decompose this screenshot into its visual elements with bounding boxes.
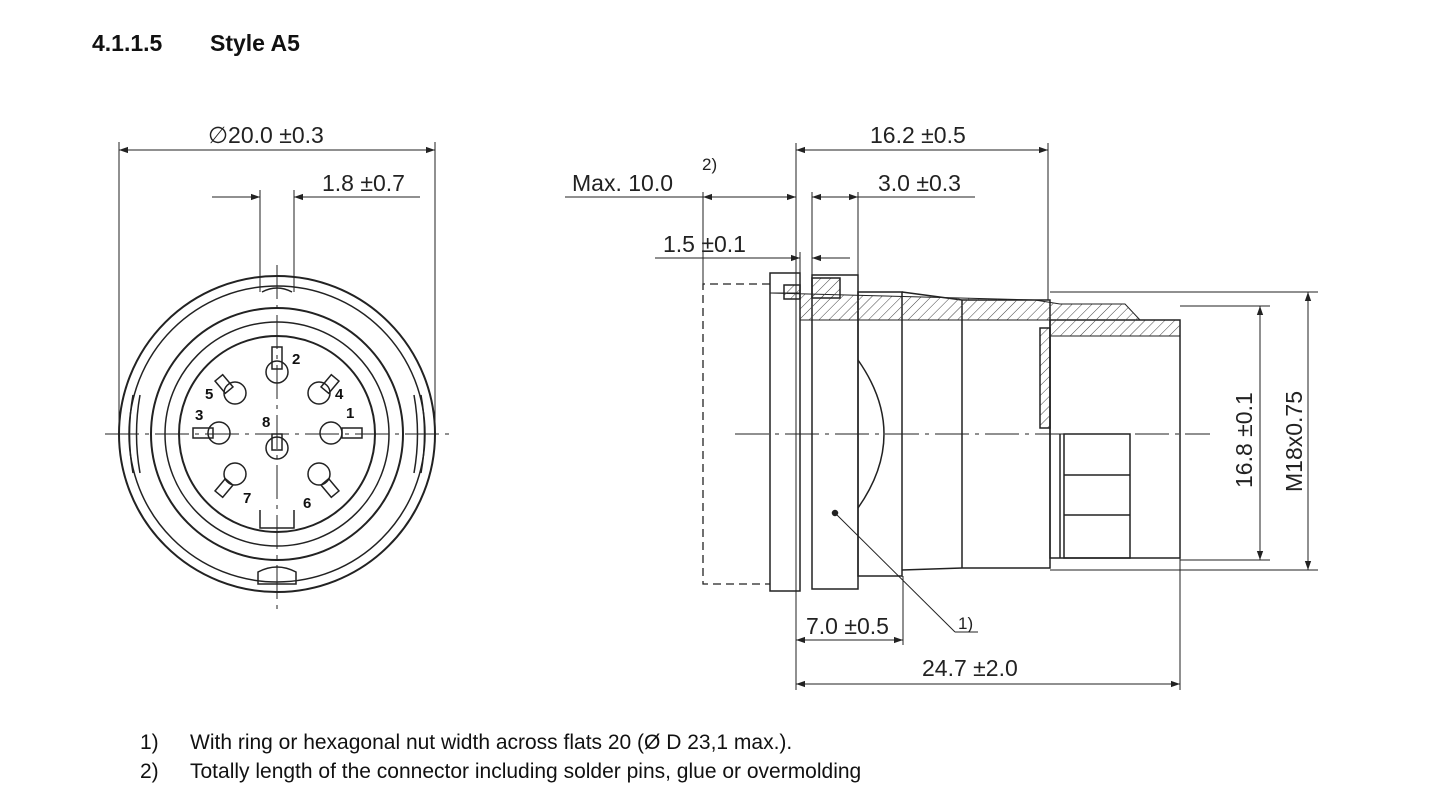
body-diameter-dimension: 16.8 ±0.1 [1231, 392, 1257, 488]
pin-label: 7 [243, 490, 251, 507]
pin-label: 4 [335, 386, 344, 403]
pin-label: 5 [205, 386, 213, 403]
footnote-number: 2) [140, 760, 159, 783]
section-title: Style A5 [210, 30, 300, 56]
footnote-text: With ring or hexagonal nut width across … [190, 731, 793, 754]
side-extension-lines [702, 143, 1318, 690]
pin-label: 1 [346, 405, 354, 422]
pin-socket [319, 421, 363, 445]
front-dimensions [119, 146, 435, 201]
pin-label: 2 [292, 351, 300, 368]
pin-socket [265, 346, 289, 384]
footnote: 2) Totally length of the connector inclu… [140, 757, 861, 786]
pin-socket [265, 433, 289, 460]
length-dimension: 16.2 ±0.5 [870, 122, 966, 148]
footnote: 1) With ring or hexagonal nut width acro… [140, 728, 861, 757]
pin-label: 8 [262, 414, 270, 431]
thread-depth-dimension: 3.0 ±0.3 [878, 170, 961, 196]
pin-numbers: 1 2 3 4 5 6 7 8 [195, 351, 354, 512]
pin-sockets [192, 346, 363, 499]
pin-label: 6 [303, 495, 311, 512]
side-view [702, 272, 1210, 633]
section-number: 4.1.1.5 [92, 30, 163, 56]
nut-note-ref: 1) [958, 614, 973, 633]
max-length-dimension: Max. 10.0 [572, 170, 673, 196]
footnotes: 1) With ring or hexagonal nut width acro… [140, 728, 861, 786]
flange-dimension: 1.5 ±0.1 [663, 231, 746, 257]
pin-label: 3 [195, 407, 203, 424]
pin-socket [307, 462, 341, 499]
key-offset-dimension: 1.8 ±0.7 [322, 170, 405, 196]
pin-socket [192, 421, 231, 445]
thread-dimension: M18x0.75 [1281, 391, 1307, 492]
total-length-dimension: 24.7 ±2.0 [922, 655, 1018, 681]
pin-socket [213, 462, 247, 499]
footnote-number: 1) [140, 731, 159, 754]
section-heading: 4.1.1.5 Style A5 [92, 30, 300, 57]
max-length-note-ref: 2) [702, 155, 717, 174]
footnote-text: Totally length of the connector includin… [190, 760, 862, 783]
pin-socket [307, 373, 341, 405]
diameter-dimension: ∅20.0 ±0.3 [208, 122, 324, 148]
front-view [105, 142, 455, 610]
pin-socket [213, 373, 247, 405]
side-dimensions [565, 146, 1312, 688]
nut-dimension: 7.0 ±0.5 [806, 613, 889, 639]
